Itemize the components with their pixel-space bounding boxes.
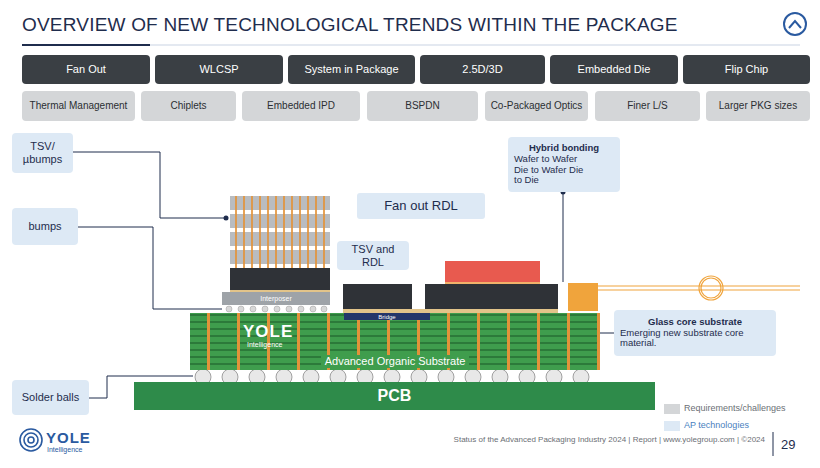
node-label: Co-Packaged Optics [491,100,583,112]
pcb-board: PCB [134,382,655,410]
watermark-text: Intelligence [247,341,282,348]
node-label: TSV/ µbumps [16,140,69,165]
node-body: Wafer to Wafer Die to Wafer Die to Die [514,154,588,187]
node-label: bumps [28,220,61,233]
node-label: Larger PKG sizes [719,100,797,112]
node-label: WLCSP [199,63,238,76]
legend-swatch [664,421,680,431]
callout-box: Solder balls [12,380,89,415]
node-label: Solder balls [22,391,79,404]
requirement-button: Finer L/S [595,91,700,121]
node-label: Interposer [260,295,292,302]
requirement-button: Embedded IPD [242,91,360,121]
node-label: Thermal Management [30,100,128,112]
bridge: Bridge [344,313,430,320]
tech-button: Embedded Die [550,55,678,84]
callout-box: Hybrid bondingWafer to Wafer Die to Wafe… [508,137,620,192]
requirement-button: Chiplets [141,91,236,121]
page-number: 29 [781,437,795,452]
node-label: Chiplets [170,100,206,112]
callout-box: Fan out RDL [357,193,485,219]
callout-box: TSV/ µbumps [12,133,73,173]
requirement-button: BSPDN [367,91,478,121]
node-label: PCB [378,387,412,405]
legend-swatch [664,404,680,414]
node-label: Finer L/S [627,100,668,112]
logo-text: Intelligence [47,446,82,453]
tech-button: Fan Out [22,55,150,84]
node-label: System in Package [304,63,398,76]
node-label: BSPDN [405,100,439,112]
watermark-text: YOLE [243,322,293,342]
node-label: Hybrid bonding [529,143,599,154]
node-label: 2.5D/3D [462,63,502,76]
callout-box: bumps [12,208,78,245]
node-body: Emerging new substrate core material. [620,328,770,350]
node-label: Embedded Die [578,63,651,76]
node-label: Bridge [378,314,395,320]
node-label: Glass core substrate [648,317,742,328]
requirement-button: Thermal Management [22,91,135,121]
node-label: Fan out RDL [384,199,458,214]
tech-button: 2.5D/3D [420,55,545,84]
node-label: Embedded IPD [267,100,335,112]
node-label: TSV and RDL [341,243,405,268]
slide-title: OVERVIEW OF NEW TECHNOLOGICAL TRENDS WIT… [22,14,678,36]
legend-text: Requirements/challenges [684,403,786,413]
node-label: Fan Out [66,63,106,76]
tech-button: Flip Chip [683,55,810,84]
tech-button: System in Package [288,55,415,84]
requirement-button: Co-Packaged Optics [485,91,588,121]
node-label: Advanced Organic Substrate [321,355,470,368]
logo-text: YOLE [46,429,91,446]
footer-text: Status of the Advanced Packaging Industr… [430,435,765,445]
callout-box: TSV and RDL [337,241,409,270]
node-label: Flip Chip [725,63,768,76]
tech-button: WLCSP [155,55,283,84]
requirement-button: Larger PKG sizes [706,91,810,121]
callout-box: Glass core substrateEmerging new substra… [614,310,776,356]
interposer: Interposer [222,292,330,305]
legend-text: AP technologies [684,420,749,430]
